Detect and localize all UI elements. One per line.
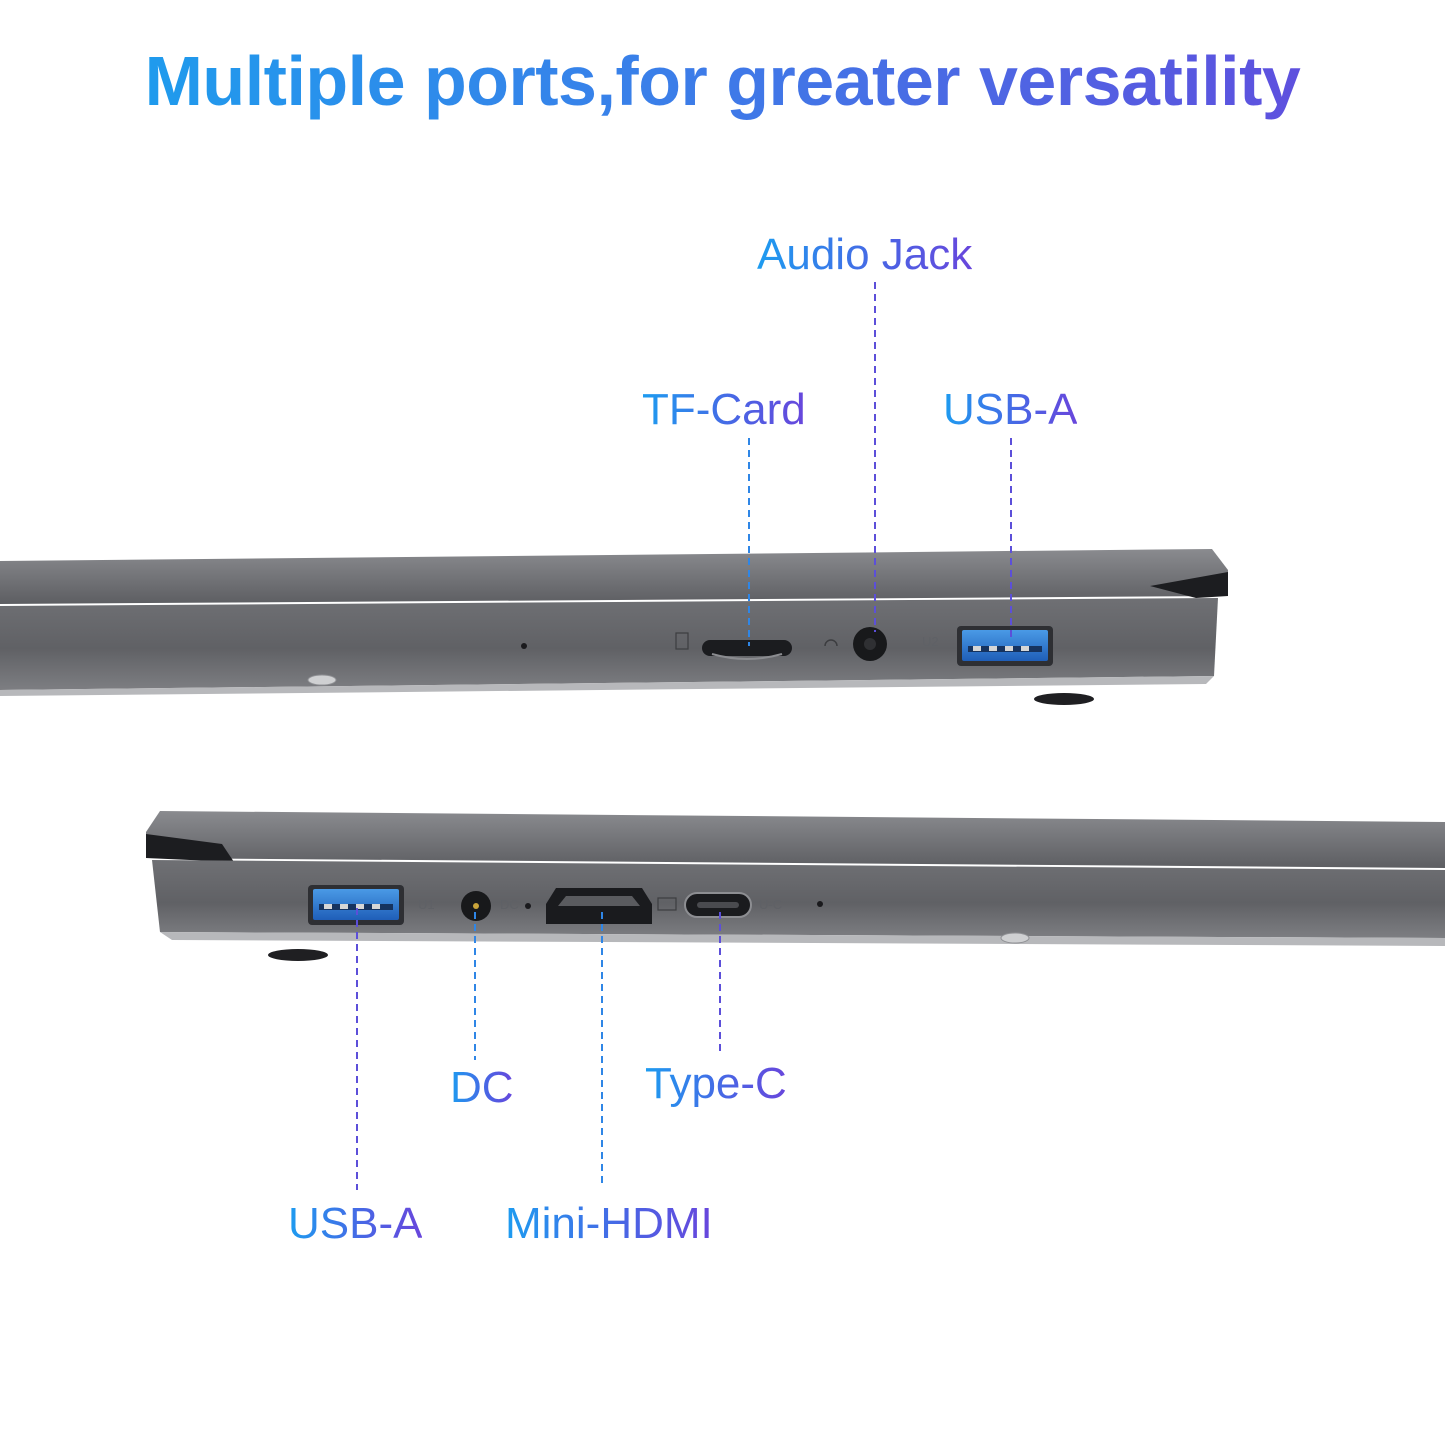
usb-a-port-u1 — [308, 885, 404, 925]
lid — [146, 811, 1445, 868]
status-led — [521, 643, 527, 649]
label-dc: DC — [450, 1063, 514, 1112]
screw — [307, 674, 337, 686]
base-bottom-edge — [160, 932, 1445, 946]
label-audio-jack: Audio Jack — [757, 230, 973, 279]
hinge-edge — [1150, 572, 1228, 598]
usb-a-port-u2 — [957, 626, 1053, 666]
tf-card-slot — [675, 632, 792, 660]
label-usb-a-left: USB-A — [288, 1199, 423, 1248]
label-usb-a-right: USB-A — [943, 385, 1078, 434]
lid — [0, 549, 1228, 604]
engraving-dc: DC — [500, 897, 519, 912]
rubber-foot — [1034, 693, 1094, 705]
hinge-edge — [146, 834, 234, 862]
audio-jack-port — [824, 627, 887, 661]
label-mini-hdmi: Mini-HDMI — [505, 1199, 713, 1248]
dc-port — [461, 891, 531, 921]
base — [0, 598, 1218, 690]
base-bottom-edge — [0, 676, 1214, 696]
status-led — [817, 901, 823, 907]
label-tf-card: TF-Card — [642, 385, 806, 434]
engraving-u1: U1 — [418, 897, 435, 912]
screw — [1000, 932, 1030, 944]
rubber-foot — [268, 949, 328, 961]
laptop-left-side — [146, 811, 1445, 1190]
mini-hdmi-port — [546, 888, 677, 924]
laptop-right-side — [0, 282, 1228, 705]
label-type-c: Type-C — [645, 1059, 787, 1108]
type-c-port — [684, 892, 752, 918]
page-title: Multiple ports,for greater versatility — [0, 38, 1445, 124]
engraving-u2: U2 — [922, 634, 939, 649]
engraving-u-c: U-C — [759, 897, 783, 912]
